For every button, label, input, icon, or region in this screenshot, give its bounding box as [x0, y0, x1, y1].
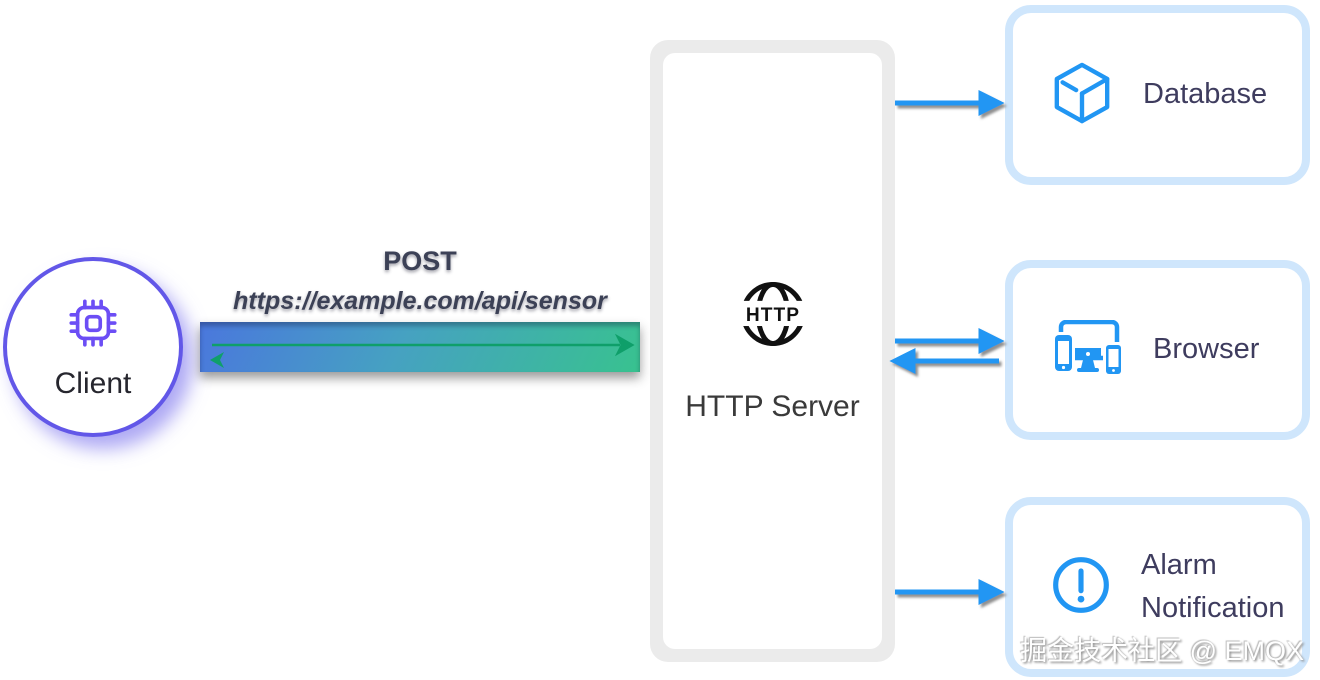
cpu-chip-icon	[64, 294, 122, 357]
http-globe-icon: HTTP	[737, 279, 808, 354]
database-label: Database	[1143, 78, 1268, 111]
request-url-label: https://example.com/api/sensor	[233, 287, 607, 315]
request-arrow	[212, 333, 635, 357]
bidirectional-arrows	[210, 333, 635, 368]
server-to-browser-arrow	[895, 327, 1005, 355]
http-server-inner: HTTP HTTP Server	[663, 53, 882, 649]
client-node: Client	[3, 257, 183, 437]
alarm-label: Alarm Notification	[1141, 548, 1285, 625]
server-to-alarm-arrow	[895, 578, 1005, 606]
alarm-node: Alarm Notification	[1005, 497, 1310, 677]
http-server-node: HTTP HTTP Server	[650, 40, 895, 662]
http-server-label: HTTP Server	[685, 389, 860, 423]
request-method-label: POST	[383, 246, 457, 276]
cube-icon	[1051, 60, 1113, 131]
response-arrow	[210, 352, 628, 368]
client-server-connection	[200, 322, 640, 372]
browser-to-server-arrow	[889, 347, 999, 375]
database-node: Database	[1005, 5, 1310, 185]
watermark-text: 掘金技术社区 @ EMQX	[1020, 636, 1304, 666]
devices-icon	[1051, 319, 1123, 381]
browser-label: Browser	[1153, 333, 1260, 366]
browser-node: Browser	[1005, 260, 1310, 440]
server-to-database-arrow	[895, 89, 1005, 117]
client-label: Client	[54, 366, 132, 400]
alert-circle-icon	[1051, 555, 1111, 620]
http-icon-label: HTTP	[745, 305, 799, 326]
